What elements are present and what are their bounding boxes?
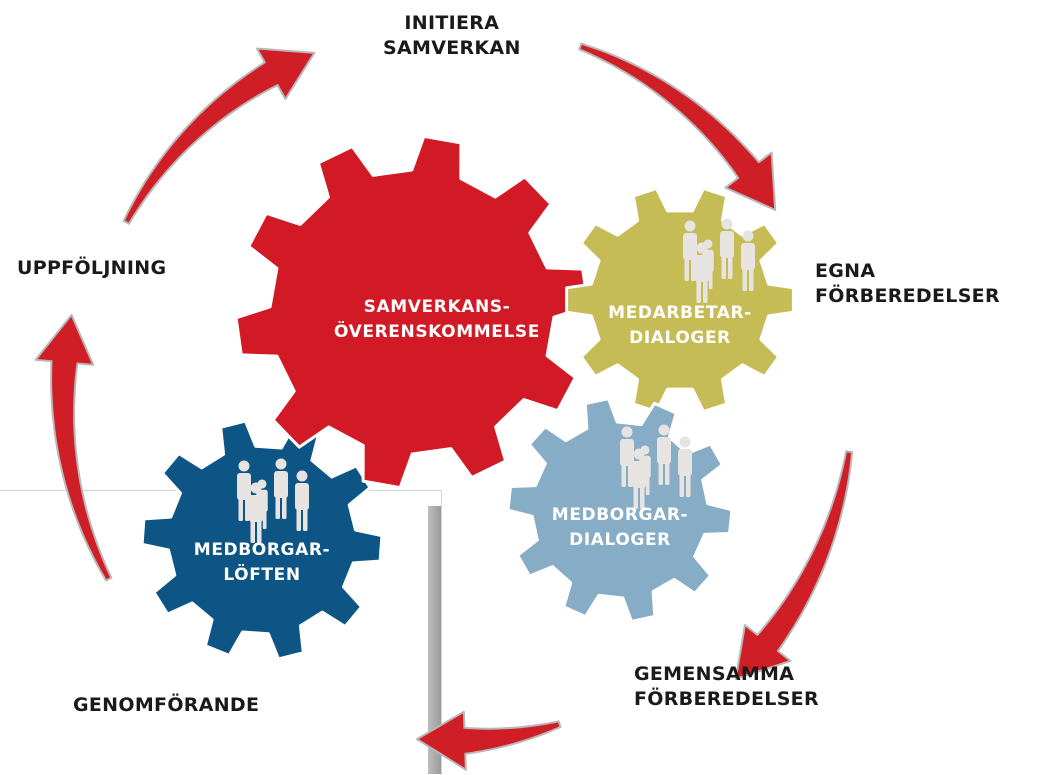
arrow-genomforande-to-uppfoljning — [34, 313, 113, 582]
gear-medborgarloften: MEDBORGAR- LÖFTEN — [140, 419, 384, 661]
gear-shape — [565, 186, 795, 414]
stage-genomforande: GENOMFÖRANDE — [73, 693, 259, 718]
gear-label-line: MEDBORGAR- — [194, 540, 330, 560]
gear-medarbetardialoger: MEDARBETAR- DIALOGER — [565, 186, 795, 414]
gear-medborgardialoger: MEDBORGAR- DIALOGER — [506, 397, 734, 623]
gear-label-line: DIALOGER — [629, 328, 731, 348]
gear-shape — [506, 397, 734, 623]
gear-shape — [234, 134, 590, 490]
arrow-gemensamma-to-genomforande — [415, 710, 562, 771]
stage-line: EGNA — [815, 260, 876, 282]
stage-initiera-samverkan: INITIERA SAMVERKAN — [383, 11, 521, 61]
arrow-egna-to-gemensamma — [734, 450, 854, 680]
stage-line: FÖRBEREDELSER — [634, 688, 819, 710]
stage-egna-forberedelser: EGNA FÖRBEREDELSER — [815, 259, 1000, 309]
stage-line: FÖRBEREDELSER — [815, 285, 1000, 307]
stage-line: UPPFÖLJNING — [17, 257, 167, 279]
stage-uppfoljning: UPPFÖLJNING — [17, 256, 166, 281]
stage-gemensamma-forberedelser: GEMENSAMMA FÖRBEREDELSER — [634, 662, 819, 712]
gear-label-line: ÖVERENSKOMMELSE — [334, 320, 540, 342]
gear-label-line: MEDARBETAR- — [608, 303, 752, 323]
stage-line: SAMVERKAN — [383, 37, 521, 59]
gear-label-line: LÖFTEN — [223, 563, 300, 585]
stage-line: GEMENSAMMA — [634, 663, 795, 685]
gear-samverkansoverenskommelse: SAMVERKANS- ÖVERENSKOMMELSE — [234, 134, 590, 490]
stage-line: GENOMFÖRANDE — [73, 694, 260, 716]
arrow-uppfoljning-to-initiera — [122, 47, 316, 225]
gear-label-line: SAMVERKANS- — [364, 297, 511, 317]
gear-label-line: DIALOGER — [569, 530, 671, 550]
gear-label-line: MEDBORGAR- — [552, 505, 688, 525]
arrow-initiera-to-egna — [578, 42, 777, 211]
panel-shadow — [428, 506, 441, 774]
stage-line: INITIERA — [404, 12, 500, 34]
